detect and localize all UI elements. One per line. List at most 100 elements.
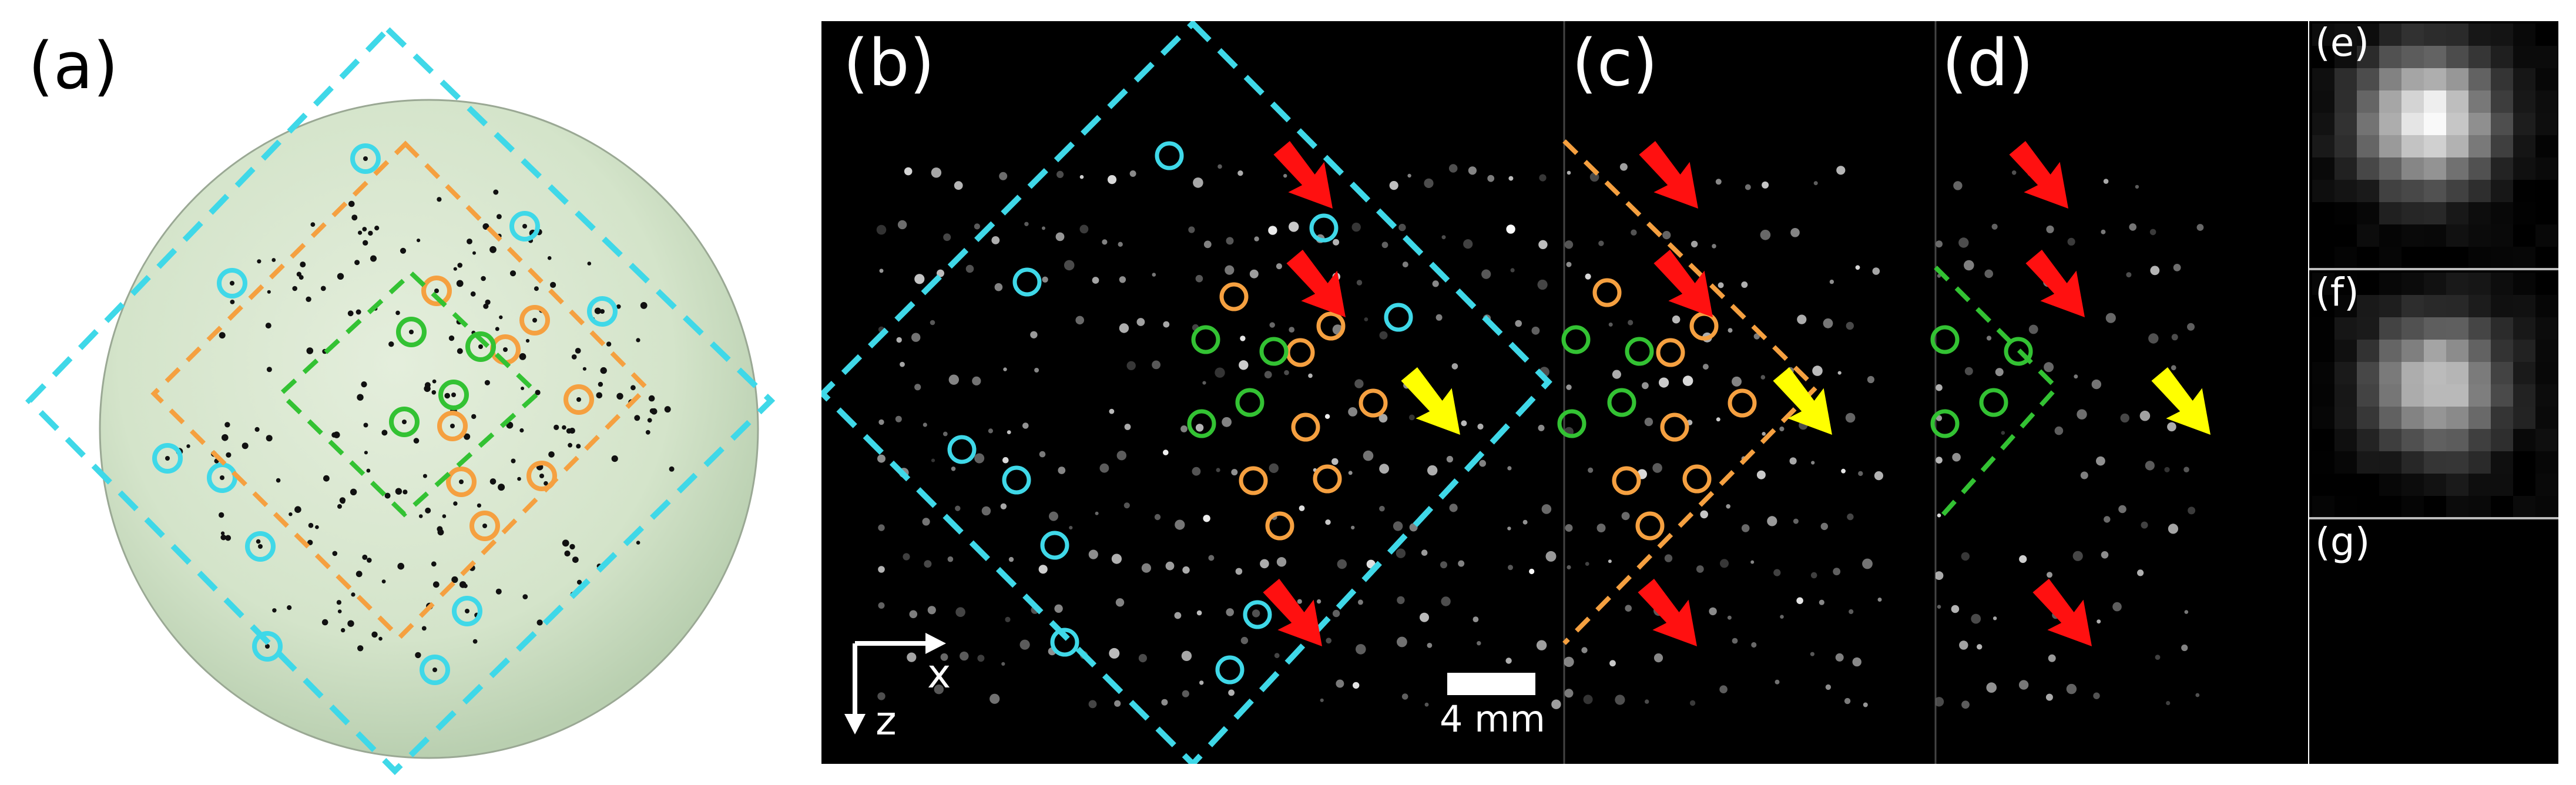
pixel [2468, 317, 2491, 340]
speckle [1775, 679, 1780, 685]
green-marker [1557, 409, 1586, 438]
phantom-dot [444, 392, 450, 399]
speckle [2148, 333, 2159, 344]
pixel [2357, 474, 2379, 496]
cyan-marker [509, 211, 540, 241]
speckle [1002, 457, 1009, 464]
speckle [1042, 276, 1048, 283]
speckle [1297, 599, 1302, 604]
green-marker [1187, 409, 1216, 438]
pixel [2468, 202, 2491, 224]
speckle [1276, 263, 1282, 270]
pixel [2535, 273, 2558, 295]
red-arrow-icon [2032, 579, 2092, 646]
phantom-dot [598, 381, 603, 387]
phantom-dot [242, 442, 249, 449]
speckle [1728, 328, 1733, 333]
pixel [2535, 474, 2558, 496]
speckle [1951, 605, 1960, 613]
speckle [955, 607, 965, 617]
speckle [1289, 222, 1299, 232]
pixel [2424, 340, 2446, 362]
pixel [2513, 429, 2535, 451]
pixel [2401, 202, 2424, 224]
phantom-dot [388, 341, 394, 347]
speckle [1320, 698, 1324, 702]
speckle [1566, 384, 1572, 390]
speckle [1564, 656, 1574, 667]
speckle [1208, 555, 1215, 561]
speckle [1810, 572, 1817, 579]
pixel [2446, 340, 2468, 362]
phantom-dot [424, 385, 431, 392]
speckle [981, 506, 991, 516]
phantom-dot [544, 481, 548, 486]
phantom-dot [292, 286, 298, 291]
cyan-marker [587, 296, 618, 327]
pixel [2468, 180, 2491, 202]
pixel [2334, 113, 2357, 135]
speckle [2167, 422, 2176, 432]
speckle [1163, 321, 1170, 328]
speckle [1408, 414, 1415, 421]
speckle [1538, 424, 1545, 431]
phantom-dot [400, 247, 407, 254]
speckle [1427, 465, 1438, 476]
speckle [1619, 163, 1628, 171]
speckle [1441, 596, 1451, 606]
pixel [2357, 273, 2379, 295]
pixel [2379, 113, 2401, 135]
speckle [1203, 240, 1212, 249]
pixel [2401, 451, 2424, 474]
phantom-dot [596, 392, 603, 399]
pixel [2513, 135, 2535, 157]
pixel [2513, 46, 2535, 68]
speckle [1393, 521, 1403, 531]
speckle [900, 361, 905, 367]
speckle [1174, 612, 1182, 619]
pixel [2424, 68, 2446, 90]
speckle [1709, 607, 1717, 616]
orange-marker-dot [450, 424, 455, 428]
speckle [1566, 261, 1572, 267]
phantom-dot [550, 281, 556, 288]
speckle [1276, 557, 1287, 567]
speckle [1811, 461, 1815, 465]
speckle [1487, 175, 1495, 182]
speckle [931, 167, 942, 178]
phantom-dot [463, 583, 468, 588]
pixel [2379, 273, 2401, 295]
pixel [2535, 496, 2558, 518]
speckle [1356, 644, 1366, 655]
pixel [2535, 317, 2558, 340]
speckle [1152, 273, 1156, 277]
speckle [1005, 616, 1011, 622]
pixel [2357, 180, 2379, 202]
panel-d-label: (d) [1942, 25, 2034, 100]
pixel [2491, 224, 2513, 247]
phantom-dot [395, 310, 400, 316]
orange-marker [1728, 388, 1757, 418]
pixel [2424, 295, 2446, 317]
phantom-dot [378, 636, 383, 641]
pixel [2334, 407, 2357, 429]
pixel [2468, 135, 2491, 157]
pixel [2491, 135, 2513, 157]
speckle [1477, 423, 1484, 430]
speckle [1354, 379, 1364, 388]
speckle [1331, 458, 1339, 465]
phantom-dot [331, 432, 337, 438]
speckle [1841, 468, 1846, 474]
speckle [1545, 551, 1557, 562]
pixel [2468, 68, 2491, 90]
phantom-dot [566, 428, 572, 434]
speckle [1473, 616, 1479, 622]
pixel [2513, 407, 2535, 429]
phantom-dot [636, 338, 640, 343]
phantom-dot [397, 562, 404, 570]
phantom-dot [257, 259, 261, 264]
red-arrow-icon [1638, 579, 1697, 646]
speckle [1188, 226, 1195, 233]
pixel [2401, 180, 2424, 202]
speckle [2184, 610, 2189, 614]
